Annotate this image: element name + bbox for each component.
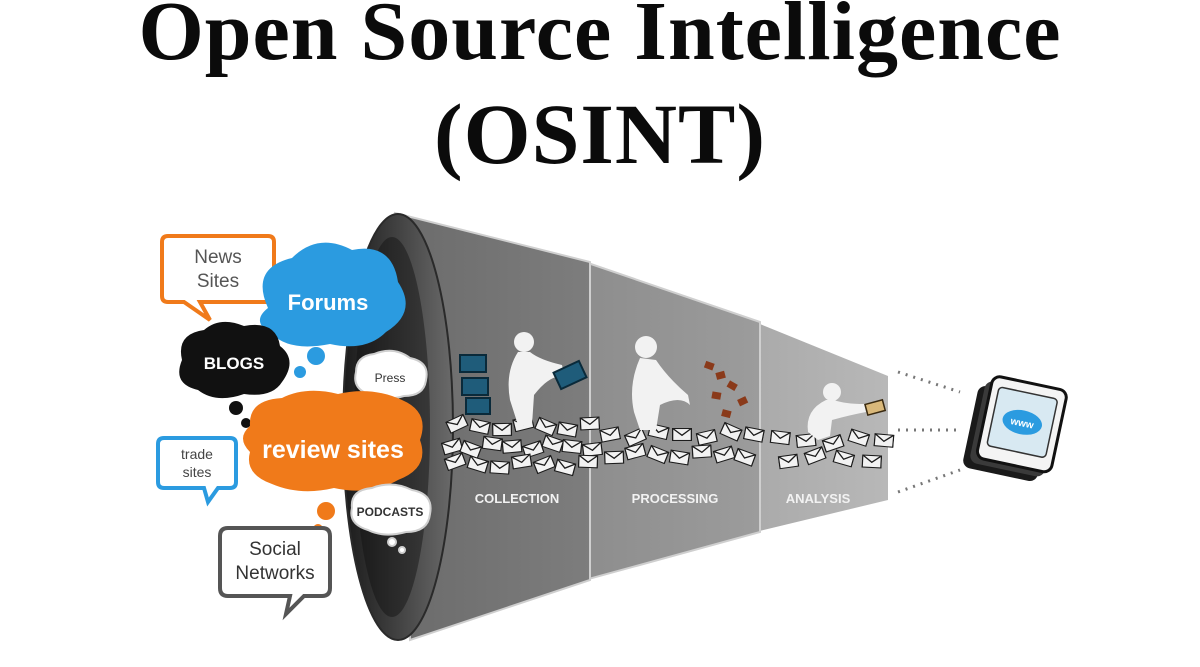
envelope-icon bbox=[481, 435, 504, 452]
envelope-icon bbox=[491, 422, 513, 437]
stage-label-processing: PROCESSING bbox=[632, 491, 719, 506]
forums-bubble: Forums bbox=[259, 242, 406, 378]
envelope-icon bbox=[769, 429, 791, 446]
envelope-icon bbox=[672, 428, 692, 441]
funnel bbox=[342, 211, 888, 642]
envelope-icon bbox=[581, 441, 604, 458]
envelope-icon bbox=[510, 453, 533, 470]
stage-label-analysis: ANALYSIS bbox=[786, 491, 851, 506]
news-sites-line2: Sites bbox=[197, 271, 239, 292]
social-networks-line1: Social bbox=[249, 539, 301, 560]
output-lines bbox=[897, 370, 961, 494]
envelope-icon bbox=[873, 433, 895, 448]
trade-sites-bubble: trade sites bbox=[156, 436, 238, 507]
social-networks-line2: Networks bbox=[235, 563, 314, 584]
envelope-icon bbox=[577, 454, 599, 469]
podcasts-bubble: PODCASTS bbox=[350, 483, 432, 554]
forums-label: Forums bbox=[288, 290, 369, 315]
collection-worker-icon bbox=[459, 332, 588, 425]
social-networks-bubble: Social Networks bbox=[218, 526, 332, 621]
title-line-1: Open Source Intelligence bbox=[138, 0, 1062, 78]
envelope-icon bbox=[489, 460, 511, 475]
analysis-worker-icon bbox=[807, 383, 887, 440]
envelope-icon bbox=[561, 438, 583, 455]
envelope-icon bbox=[777, 453, 800, 470]
trade-sites-line1: trade bbox=[181, 446, 213, 462]
stage-label-collection: COLLECTION bbox=[475, 491, 560, 506]
envelope-icon bbox=[668, 449, 691, 466]
envelope-icon bbox=[691, 444, 713, 459]
envelope-icon bbox=[861, 454, 883, 469]
www-screen-icon: www bbox=[963, 375, 1068, 482]
podcasts-label: PODCASTS bbox=[357, 505, 424, 519]
envelope-icon bbox=[501, 439, 523, 454]
review-sites-label: review sites bbox=[262, 436, 404, 464]
news-sites-bubble: News Sites bbox=[160, 234, 276, 322]
press-label: Press bbox=[375, 371, 406, 385]
blogs-bubble: BLOGS bbox=[179, 321, 290, 428]
stage-labels: COLLECTION PROCESSING ANALYSIS bbox=[475, 491, 851, 506]
blogs-label: BLOGS bbox=[204, 354, 264, 373]
www-label: www bbox=[1008, 416, 1034, 432]
review-sites-bubble: review sites bbox=[243, 390, 423, 534]
envelope-icon bbox=[603, 450, 625, 465]
title-line-2: (OSINT) bbox=[434, 86, 766, 182]
trade-sites-line2: sites bbox=[183, 464, 212, 480]
news-sites-line1: News bbox=[194, 247, 242, 268]
processing-worker-icon bbox=[632, 336, 749, 430]
envelope-icon bbox=[579, 416, 601, 431]
funnel-processing-segment bbox=[584, 260, 761, 582]
